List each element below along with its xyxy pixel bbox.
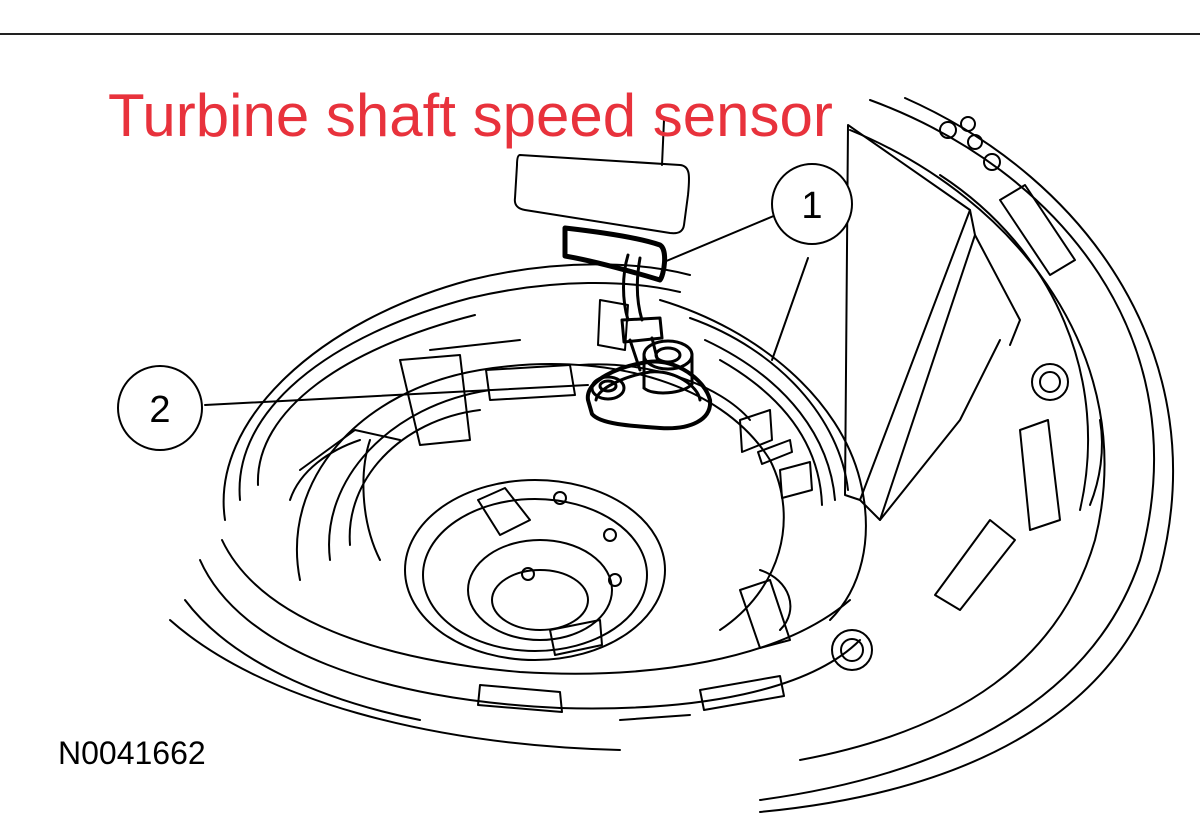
- clutch-drum: [289, 339, 785, 631]
- callout-1-circle: [771, 163, 853, 245]
- callout-1-label: 1: [801, 185, 822, 227]
- figure-id: N0041662: [58, 735, 206, 771]
- sensor-connector: [513, 119, 690, 235]
- callout-2-label: 2: [149, 389, 170, 431]
- turbine-shaft-speed-sensor: [562, 225, 713, 431]
- diagram-title: Turbine shaft speed sensor: [108, 82, 833, 149]
- cavity-rim: [169, 263, 867, 751]
- stud-fitting: [739, 409, 813, 499]
- housing-flange: [759, 97, 1175, 813]
- callout-2-circle: [117, 365, 203, 451]
- callout-leaders: [204, 214, 809, 406]
- center-hub: [404, 479, 792, 661]
- header-rule: [0, 33, 1200, 35]
- case-wall: [844, 124, 1021, 521]
